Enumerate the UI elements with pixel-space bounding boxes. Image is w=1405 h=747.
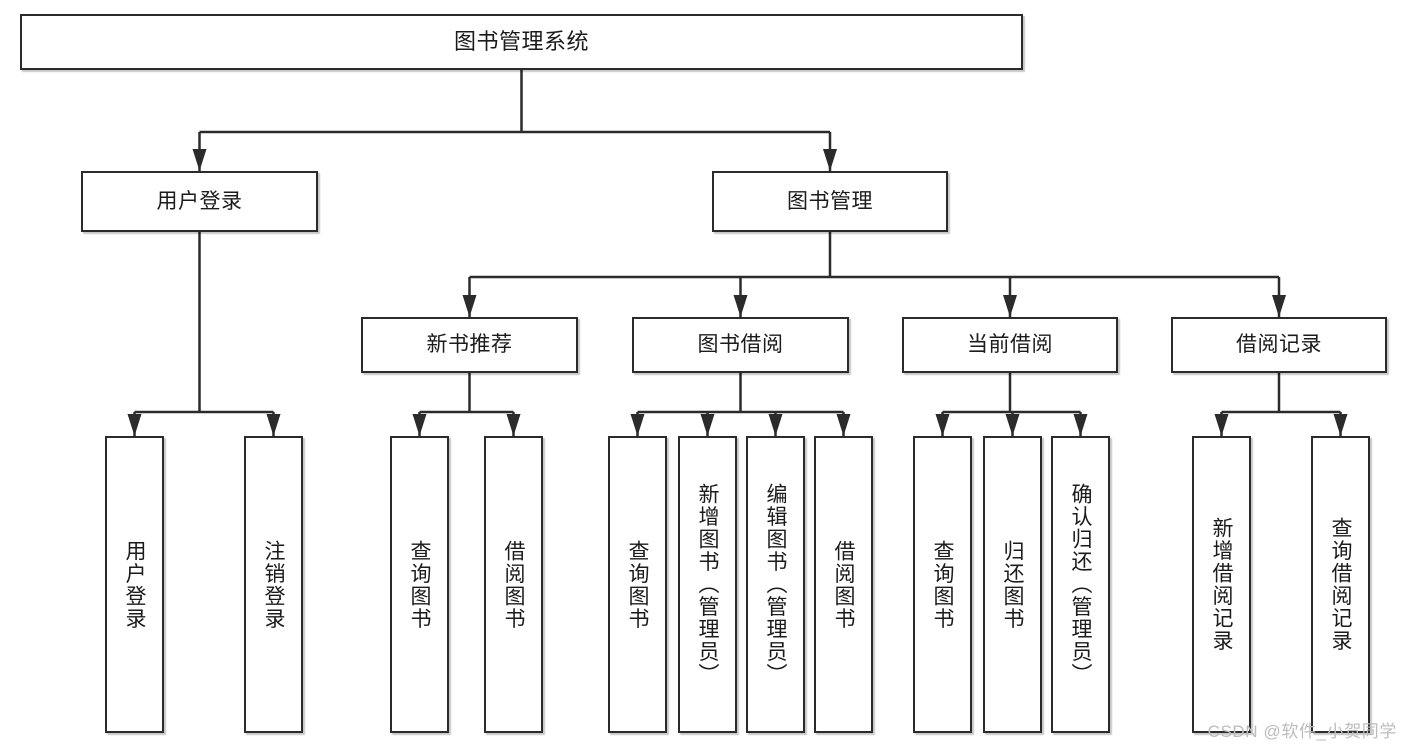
node-label: 查询图书	[408, 539, 431, 630]
node-label: 新增图书（管理员）	[696, 483, 719, 686]
leaf-add-book-admin[interactable]: 新增图书（管理员）	[678, 436, 737, 733]
node-user-login[interactable]: 用户登录	[81, 171, 318, 232]
node-label: 查询图书	[931, 539, 954, 630]
node-label: 查询借阅记录	[1329, 517, 1352, 652]
leaf-query-book-borrowing[interactable]: 查询图书	[608, 436, 667, 733]
node-label: 用户登录	[156, 189, 243, 213]
node-label: 图书借阅	[697, 333, 784, 357]
node-label: 归还图书	[1001, 539, 1024, 630]
node-current-borrowing[interactable]: 当前借阅	[902, 317, 1118, 373]
watermark-text: CSDN @软件_小贺同学	[1207, 722, 1397, 741]
node-label: 编辑图书（管理员）	[764, 483, 787, 686]
node-label: 图书管理系统	[453, 28, 589, 54]
node-book-management[interactable]: 图书管理	[712, 171, 948, 232]
node-label: 确认归还（管理员）	[1069, 483, 1092, 686]
node-root-system[interactable]: 图书管理系统	[20, 14, 1023, 70]
node-label: 查询图书	[626, 539, 649, 630]
node-book-borrowing[interactable]: 图书借阅	[632, 317, 849, 373]
node-new-book-recommendation[interactable]: 新书推荐	[361, 317, 578, 373]
node-label: 用户登录	[123, 539, 146, 630]
node-label: 借阅记录	[1236, 333, 1322, 357]
leaf-borrow-book-recommend[interactable]: 借阅图书	[484, 436, 543, 733]
leaf-logout[interactable]: 注销登录	[244, 436, 303, 733]
leaf-query-book-current[interactable]: 查询图书	[913, 436, 972, 733]
leaf-edit-book-admin[interactable]: 编辑图书（管理员）	[746, 436, 805, 733]
node-borrowing-record[interactable]: 借阅记录	[1171, 317, 1387, 373]
leaf-query-borrowing-record[interactable]: 查询借阅记录	[1311, 436, 1370, 733]
leaf-user-login[interactable]: 用户登录	[105, 436, 164, 733]
node-label: 注销登录	[262, 539, 285, 630]
node-label: 新书推荐	[426, 333, 513, 357]
leaf-return-book[interactable]: 归还图书	[983, 436, 1042, 733]
node-label: 新增借阅记录	[1210, 517, 1233, 652]
node-label: 借阅图书	[832, 539, 855, 630]
leaf-add-borrowing-record[interactable]: 新增借阅记录	[1192, 436, 1251, 733]
node-label: 图书管理	[787, 189, 873, 213]
node-label: 当前借阅	[967, 333, 1053, 357]
leaf-confirm-return-admin[interactable]: 确认归还（管理员）	[1051, 436, 1110, 733]
node-label: 借阅图书	[502, 539, 525, 630]
leaf-borrow-book[interactable]: 借阅图书	[814, 436, 873, 733]
leaf-query-book-recommend[interactable]: 查询图书	[390, 436, 449, 733]
